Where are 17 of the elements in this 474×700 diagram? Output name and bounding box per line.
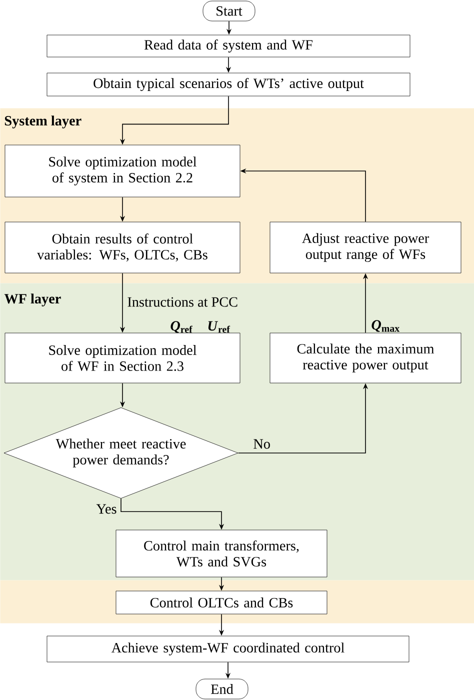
edge-label: Q$_{max}$ — [372, 320, 400, 332]
process-box: Read data of system and WF — [46, 34, 410, 58]
terminal-box: End — [196, 678, 248, 700]
process-box: Obtain results of control variables: WFs, OLTCs, CBs — [4, 222, 240, 274]
process-box: Achieve system-WF coordinated control — [46, 636, 410, 662]
edge-label: No — [254, 439, 270, 449]
process-box: Adjust reactive power output range of WFs — [270, 222, 462, 274]
process-box: Calculate the maximum reactive power output — [270, 332, 462, 384]
variable-label: U$_{ref}$ — [208, 321, 230, 333]
process-box: Obtain typical scenarios of WTs’ active output — [46, 72, 410, 96]
process-box: Control main transformers, WTs and SVGs — [116, 530, 328, 578]
process-box: Solve optimization model of system in Section 2.2 — [4, 144, 240, 198]
edge-label: Yes — [96, 504, 116, 514]
process-box: Solve optimization model of WF in Section 2.3 — [4, 332, 240, 384]
edge-label: Instructions at PCC — [128, 297, 238, 307]
process-box: Control OLTCs and CBs — [116, 590, 328, 614]
terminal-box: Start — [202, 0, 256, 22]
